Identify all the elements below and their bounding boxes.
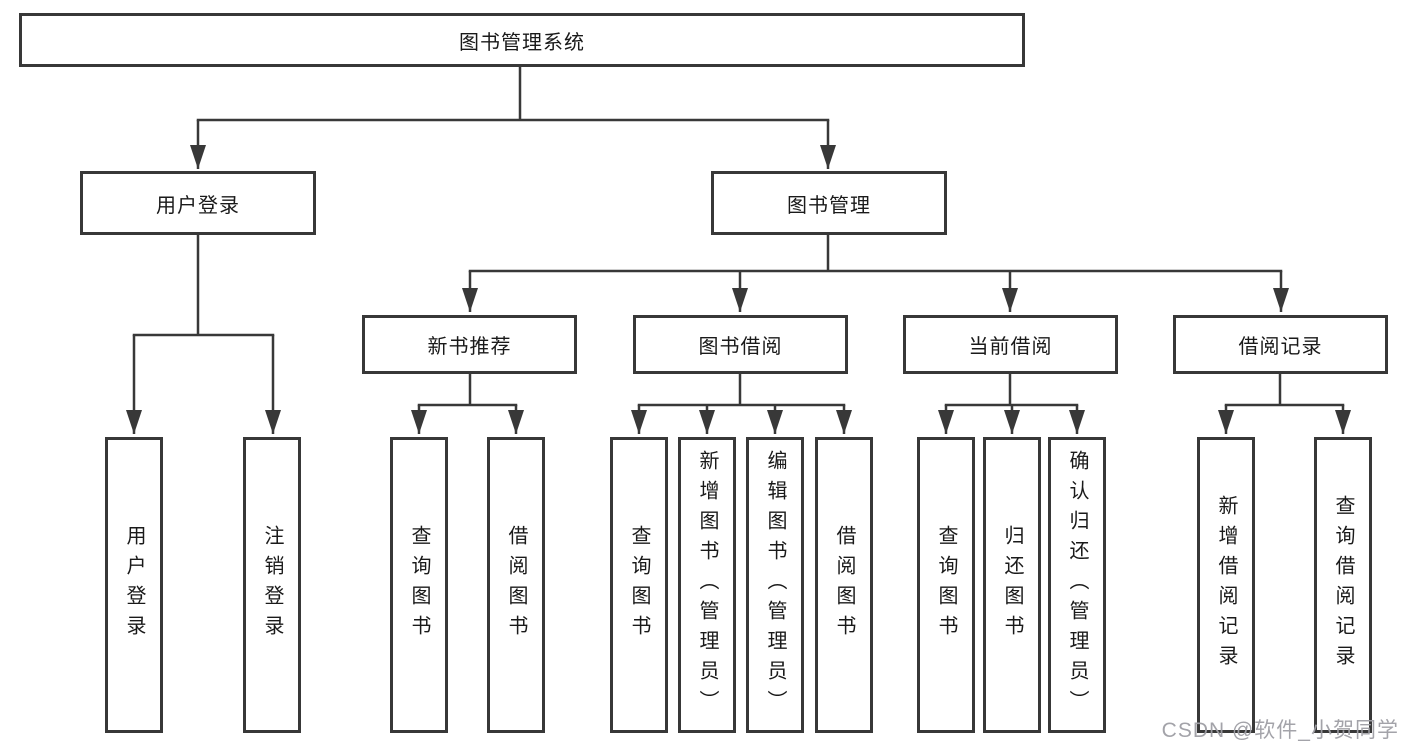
leaf-query-books-current: 查询图书	[917, 437, 975, 733]
leaf-add-books-admin: 新增图书（管理员）	[678, 437, 736, 733]
node-user-login: 用户登录	[80, 171, 316, 235]
node-borrowing-records: 借阅记录	[1173, 315, 1388, 374]
leaf-return-books: 归还图书	[983, 437, 1041, 733]
leaf-add-borrow-record: 新增借阅记录	[1197, 437, 1255, 733]
leaf-user-login: 用户登录	[105, 437, 163, 733]
leaf-query-books-borrowing: 查询图书	[610, 437, 668, 733]
leaf-borrow-books-recommend: 借阅图书	[487, 437, 545, 733]
node-book-management: 图书管理	[711, 171, 947, 235]
leaf-borrow-books-borrowing: 借阅图书	[815, 437, 873, 733]
node-book-borrowing: 图书借阅	[633, 315, 848, 374]
csdn-watermark: CSDN @软件_小贺同学	[1161, 719, 1399, 742]
leaf-edit-books-admin: 编辑图书（管理员）	[746, 437, 804, 733]
leaf-query-borrow-record: 查询借阅记录	[1314, 437, 1372, 733]
leaf-logout-login: 注销登录	[243, 437, 301, 733]
node-library-management-system: 图书管理系统	[19, 13, 1025, 67]
tree-bus-lines	[132, 65, 1345, 407]
leaf-query-books-recommend: 查询图书	[390, 437, 448, 733]
leaf-confirm-return-admin: 确认归还（管理员）	[1048, 437, 1106, 733]
node-new-book-recommendation: 新书推荐	[362, 315, 577, 374]
node-current-borrowing: 当前借阅	[903, 315, 1118, 374]
